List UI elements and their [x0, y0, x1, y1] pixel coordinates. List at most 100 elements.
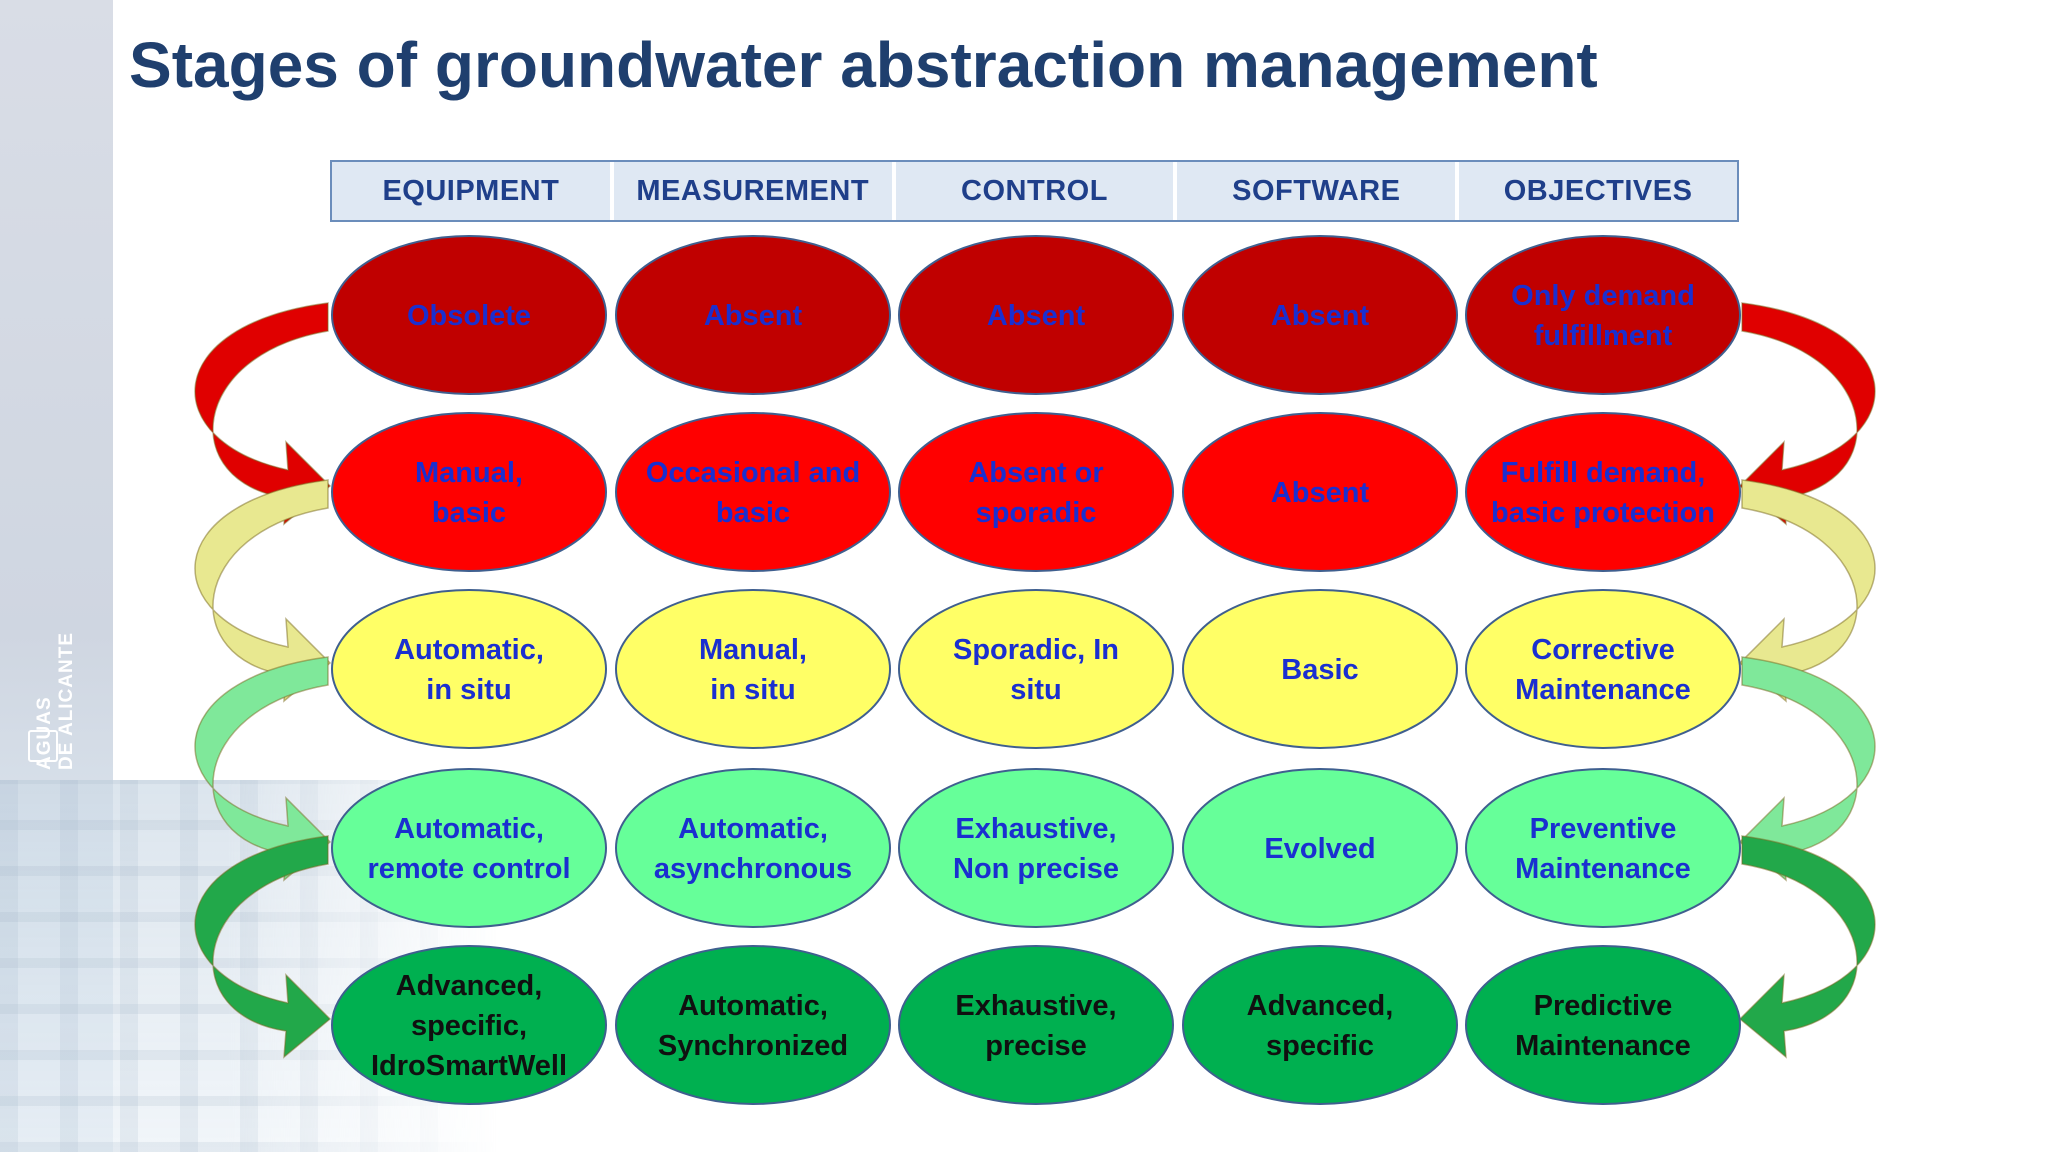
- ellipse-shape: [898, 589, 1174, 749]
- stage-ellipse-control-3: Sporadic, In situ: [898, 589, 1174, 749]
- ellipse-shape: [615, 235, 891, 395]
- stage-text: Advanced,: [396, 970, 543, 1002]
- ellipse-shape: [331, 235, 607, 395]
- ellipse-shape: [898, 768, 1174, 928]
- ellipse-shape: [1182, 589, 1458, 749]
- stage-text: Basic: [1281, 654, 1358, 686]
- ellipse-shape: [1182, 412, 1458, 572]
- stage-text: situ: [1010, 674, 1062, 706]
- stage-ellipse-equipment-5: Advanced,specific,IdroSmartWell: [331, 945, 607, 1105]
- header-measurement: MEASUREMENT: [613, 162, 896, 220]
- ellipse-shape: [1182, 768, 1458, 928]
- stage-ellipse-control-4: Exhaustive,Non precise: [898, 768, 1174, 928]
- ellipse-shape: [1465, 412, 1741, 572]
- ellipse-shape: [331, 768, 607, 928]
- stage-text: Exhaustive,: [955, 813, 1116, 845]
- stage-text: asynchronous: [654, 853, 852, 885]
- header-control: CONTROL: [895, 162, 1178, 220]
- stage-text: in situ: [710, 674, 795, 706]
- ellipse-shape: [615, 945, 891, 1105]
- ellipse-shape: [331, 589, 607, 749]
- ellipse-shape: [1465, 768, 1741, 928]
- stage-ellipse-control-5: Exhaustive, precise: [898, 945, 1174, 1105]
- right-stage-arrow-4: [1738, 835, 1876, 1059]
- stage-text: IdroSmartWell: [371, 1050, 567, 1082]
- logo-mark-icon: [28, 730, 58, 762]
- stage-text: Preventive: [1530, 813, 1677, 845]
- left-stage-arrow-4: [194, 835, 332, 1059]
- stage-text: Only demand: [1511, 280, 1695, 312]
- stage-text: Absent: [1271, 477, 1370, 509]
- stage-ellipse-measurement-4: Automatic, asynchronous: [615, 768, 891, 928]
- column-header-row: EQUIPMENT MEASUREMENT CONTROL SOFTWARE O…: [330, 160, 1739, 222]
- stage-text: Manual,: [699, 634, 807, 666]
- stage-text: basic protection: [1491, 497, 1715, 529]
- stage-ellipse-measurement-3: Manual, in situ: [615, 589, 891, 749]
- stage-text: Evolved: [1264, 833, 1375, 865]
- stage-ellipse-objectives-1: Only demand fulfillment: [1465, 235, 1741, 395]
- stage-ellipse-control-2: Absent or sporadic: [898, 412, 1174, 572]
- stage-text: Advanced,: [1247, 990, 1394, 1022]
- header-equipment: EQUIPMENT: [332, 162, 614, 220]
- stage-text: Maintenance: [1515, 1030, 1691, 1062]
- stage-ellipse-control-1: Absent: [898, 235, 1174, 395]
- stage-text: Synchronized: [658, 1030, 848, 1062]
- left-stage-arrow-3: [194, 656, 332, 882]
- stage-text: Automatic,: [678, 813, 828, 845]
- stage-ellipse-equipment-3: Automatic, in situ: [331, 589, 607, 749]
- ellipse-shape: [1182, 945, 1458, 1105]
- stage-text: Maintenance: [1515, 674, 1691, 706]
- stage-text: basic: [716, 497, 790, 529]
- stage-text: basic: [432, 497, 506, 529]
- stage-ellipse-software-2: Absent: [1182, 412, 1458, 572]
- ellipse-shape: [615, 589, 891, 749]
- stage-ellipse-objectives-2: Fulfill demand,basic protection: [1465, 412, 1741, 572]
- ellipse-shape: [615, 412, 891, 572]
- ellipse-shape: [898, 412, 1174, 572]
- stage-text: sporadic: [976, 497, 1097, 529]
- stage-ellipse-equipment-2: Manual, basic: [331, 412, 607, 572]
- stage-ellipse-measurement-5: Automatic, Synchronized: [615, 945, 891, 1105]
- page-title: Stages of groundwater abstraction manage…: [129, 29, 1598, 101]
- stage-text: Corrective: [1531, 634, 1674, 666]
- left-stage-arrow-2: [194, 479, 332, 703]
- stage-text: remote control: [367, 853, 570, 885]
- stage-text: Automatic,: [678, 990, 828, 1022]
- stage-text: Manual,: [415, 457, 523, 489]
- aguas-de-alicante-logo: AGUAS DE ALICANTE: [22, 580, 82, 780]
- stage-text: Maintenance: [1515, 853, 1691, 885]
- header-software: SOFTWARE: [1177, 162, 1460, 220]
- stage-text: Absent: [704, 300, 803, 332]
- stage-ellipse-equipment-1: Obsolete: [331, 235, 607, 395]
- stage-text: Absent or: [968, 457, 1103, 489]
- stage-text: Automatic,: [394, 634, 544, 666]
- ellipse-shape: [1182, 235, 1458, 395]
- stage-text: Absent: [1271, 300, 1370, 332]
- stage-text: Sporadic, In: [953, 634, 1119, 666]
- stage-ellipse-measurement-1: Absent: [615, 235, 891, 395]
- stage-text: in situ: [426, 674, 511, 706]
- ellipse-shape: [1465, 945, 1741, 1105]
- stage-text: fulfillment: [1534, 320, 1673, 352]
- header-objectives: OBJECTIVES: [1459, 162, 1737, 220]
- ellipse-shape: [615, 768, 891, 928]
- stage-text: specific: [1266, 1030, 1374, 1062]
- stage-text: precise: [985, 1030, 1087, 1062]
- stage-ellipse-equipment-4: Automatic, remote control: [331, 768, 607, 928]
- stage-text: Absent: [987, 300, 1086, 332]
- stage-text: Exhaustive,: [955, 990, 1116, 1022]
- ellipse-shape: [898, 235, 1174, 395]
- ellipse-shape: [331, 945, 607, 1105]
- stage-ellipse-software-3: Basic: [1182, 589, 1458, 749]
- stage-ellipse-software-5: Advanced, specific: [1182, 945, 1458, 1105]
- ellipse-shape: [1465, 235, 1741, 395]
- ellipse-shape: [331, 412, 607, 572]
- stage-ellipse-software-4: Evolved: [1182, 768, 1458, 928]
- ellipse-shape: [1465, 589, 1741, 749]
- stage-ellipse-software-1: Absent: [1182, 235, 1458, 395]
- stage-text: Automatic,: [394, 813, 544, 845]
